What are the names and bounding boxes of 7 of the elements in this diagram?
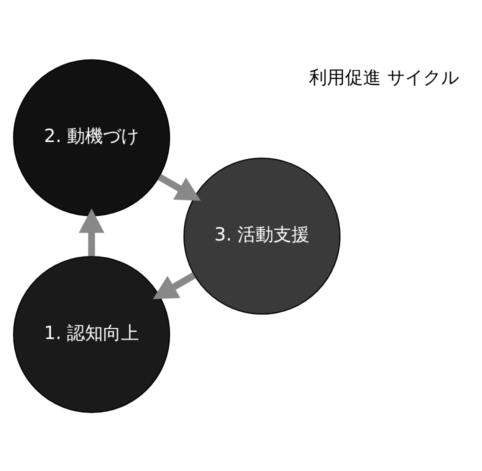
arrow: [152, 272, 196, 300]
arrow: [78, 208, 104, 256]
node-circle: 1. 認知向上: [12, 256, 170, 414]
arrow: [157, 174, 200, 201]
label: 利用促進 サイクル: [308, 67, 458, 88]
node-circle: 2. 動機づけ: [12, 59, 170, 216]
node-circle: 3. 活動支援: [182, 158, 340, 315]
